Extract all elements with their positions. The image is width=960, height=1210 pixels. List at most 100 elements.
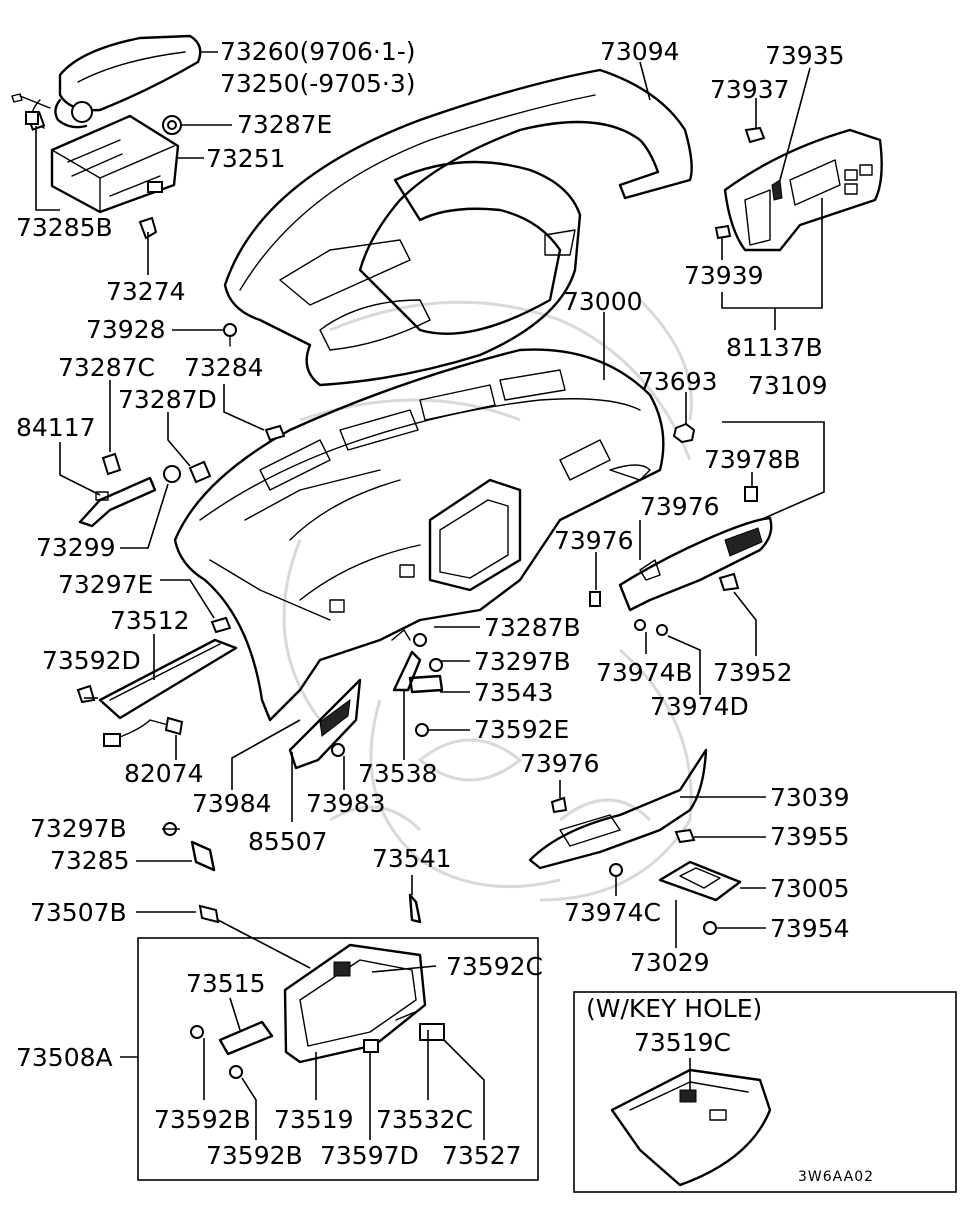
glove-box-group-frame [137,937,539,1181]
screw-73983-icon [331,743,345,757]
label-73538: 73538 [358,759,438,788]
clip-73955-icon [674,828,696,844]
label-73299: 73299 [36,533,116,562]
part-labels: 73260(9706·1-) 73250(-9705·3) 73094 7393… [16,37,874,1185]
strap-73541-icon [408,893,422,924]
label-73005: 73005 [770,874,850,903]
bolt-73287E-icon [162,115,182,135]
label-73287C: 73287C [58,353,155,382]
label-73939: 73939 [684,261,764,290]
bolt-73297E-icon [210,616,232,634]
label-73029: 73029 [630,948,710,977]
label-73000: 73000 [563,287,643,316]
label-73954: 73954 [770,914,850,943]
bracket-73543-icon [408,674,444,694]
label-73287B: 73287B [484,613,581,642]
label-73937: 73937 [710,75,790,104]
label-73527: 73527 [442,1141,522,1170]
screw-73592E-icon [415,723,429,737]
label-73094: 73094 [600,37,680,66]
label-73109: 73109 [748,371,828,400]
label-73976-a: 73976 [640,492,720,521]
label-73974C: 73974C [564,898,661,927]
label-73984: 73984 [192,789,272,818]
label-73297B-b: 73297B [30,814,127,843]
label-73519: 73519 [274,1105,354,1134]
clip-73978B-icon [744,486,758,502]
label-73693: 73693 [638,367,718,396]
label-73592E: 73592E [474,715,569,744]
label-73297B-a: 73297B [474,647,571,676]
screw-73974C-icon [609,863,623,877]
label-73519C: 73519C [634,1028,731,1057]
nut-73693-icon [672,422,696,444]
bolt-73592D-icon [76,684,96,704]
label-73287E: 73287E [237,110,332,139]
label-73976-b: 73976 [554,526,634,555]
screw-73928-icon [223,323,237,347]
label-73541: 73541 [372,844,452,873]
screw-73954-icon [703,921,717,935]
label-73978B: 73978B [704,445,801,474]
label-keyhole-title: (W/KEY HOLE) [586,994,762,1023]
label-73250: 73250(-9705·3) [220,69,416,98]
bolt-73507B-icon [198,904,220,924]
label-73508A: 73508A [16,1043,113,1072]
screw-73974B-icon [634,619,668,636]
diagram-code: 3W6AA02 [798,1169,874,1185]
keyhole-variant-frame [573,991,957,1193]
cluster-panel-icon [723,128,883,252]
label-73592D: 73592D [42,646,141,675]
watermark-emblem [282,298,693,902]
bracket-84117-icon [78,476,157,528]
label-73592C: 73592C [446,952,543,981]
lower-panel-73039-icon [528,748,708,870]
label-73512: 73512 [110,606,190,635]
label-73928: 73928 [86,315,166,344]
clip-73937-icon [744,126,766,144]
label-73287D: 73287D [118,385,217,414]
label-73974D: 73974D [650,692,749,721]
label-73251: 73251 [206,144,286,173]
side-ventilator-icon [618,516,773,612]
instrument-panel-pad-icon [223,68,693,387]
clip-73285B-icon [25,111,39,125]
label-73532C: 73532C [376,1105,473,1134]
label-73515: 73515 [186,969,266,998]
label-73285B: 73285B [16,213,113,242]
clip-73976a-icon [589,591,601,607]
label-73592B-a: 73592B [154,1105,251,1134]
wire-harness-82074-icon [103,716,184,747]
label-82074: 82074 [124,759,204,788]
label-73507B: 73507B [30,898,127,927]
label-73952: 73952 [713,658,793,687]
console-panel-73005-icon [658,860,742,902]
grommet-73299-icon [163,465,181,483]
bolt-73284-icon [264,424,286,442]
label-73285: 73285 [50,846,130,875]
instrument-panel-body-icon [173,348,665,722]
label-73297E: 73297E [58,570,153,599]
clip-73274-icon [138,216,158,240]
label-73974B: 73974B [596,658,693,687]
brace-73512-icon [98,638,238,720]
label-73274: 73274 [106,277,186,306]
bracket-73285-icon [190,840,216,872]
label-73260: 73260(9706·1-) [220,37,416,66]
label-73543: 73543 [474,678,554,707]
label-84117: 84117 [16,413,96,442]
clip-73952-icon [718,572,740,592]
label-85507: 85507 [248,827,328,856]
label-73284: 73284 [184,353,264,382]
bolt-73287C-icon [101,452,122,476]
label-81137B: 81137B [726,333,823,362]
bracket-73538-icon [391,629,443,692]
label-73592B-b: 73592B [206,1141,303,1170]
label-73039: 73039 [770,783,850,812]
label-73597D: 73597D [320,1141,419,1170]
bolt-73287D-icon [188,460,212,484]
airbag-bracket-icon [50,114,180,214]
label-73955: 73955 [770,822,850,851]
label-73935: 73935 [765,41,845,70]
